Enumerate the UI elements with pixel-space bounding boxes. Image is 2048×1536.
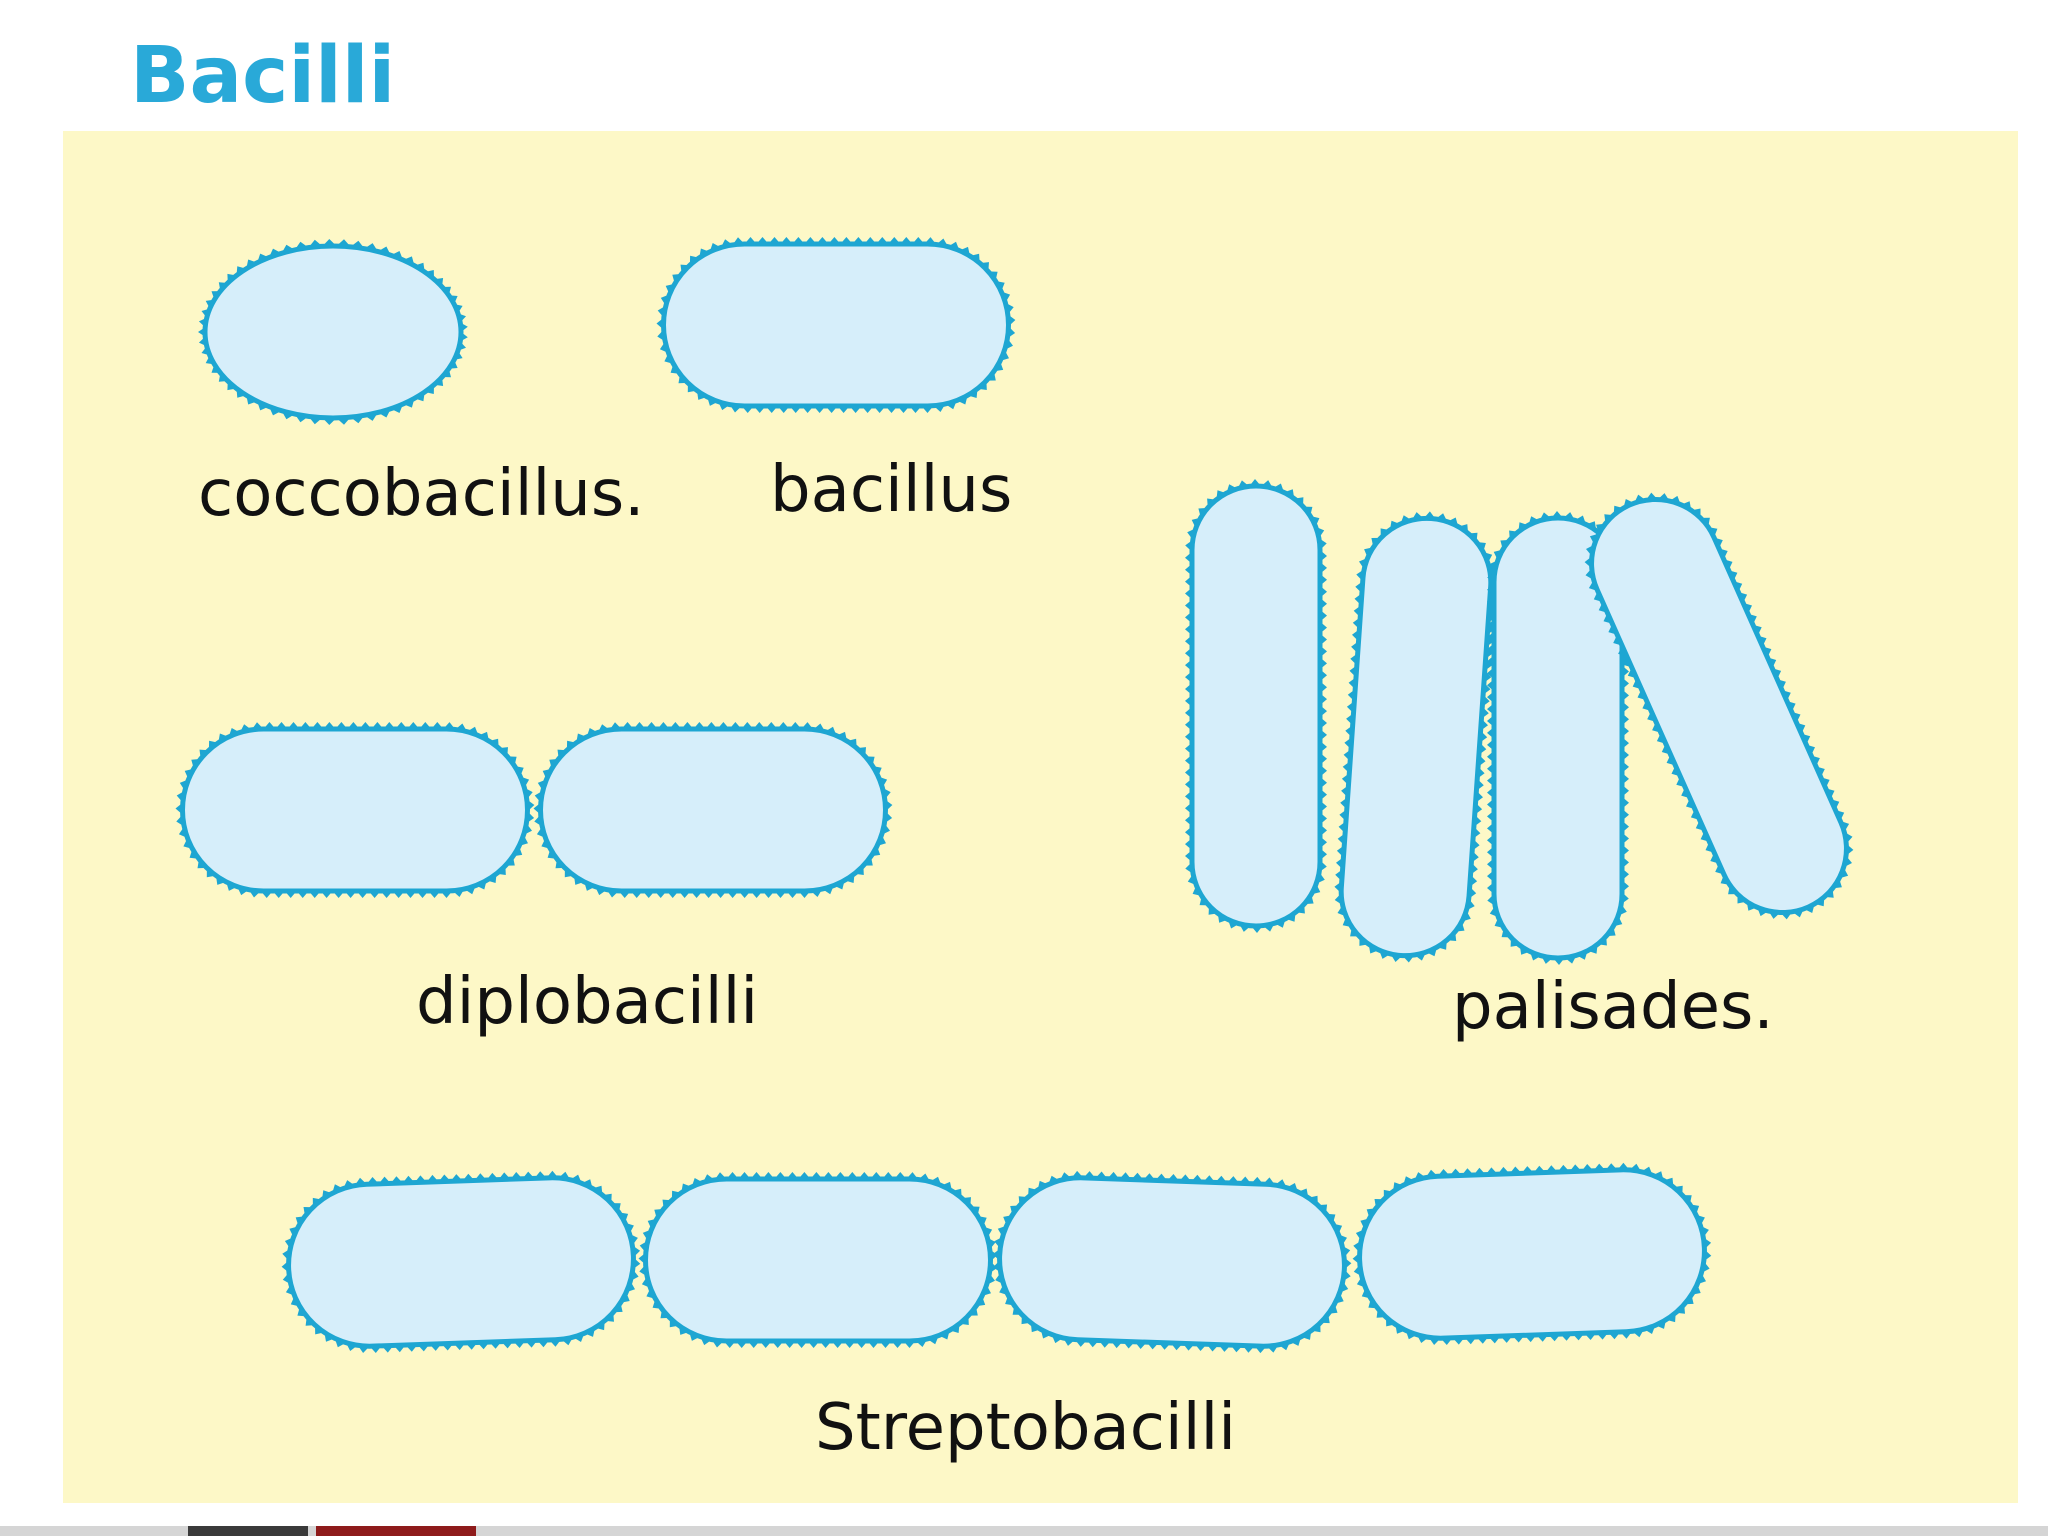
palisades-cell-4 — [1584, 492, 1854, 920]
streptobacilli-cell-1-body — [286, 1175, 636, 1349]
streptobacilli-cell-4-body — [1357, 1167, 1707, 1341]
streptobacilli-cell-3 — [992, 1170, 1352, 1354]
label-bacillus: bacillus — [770, 453, 1013, 527]
palisades-cell-2 — [1334, 511, 1498, 963]
footer-tab-red — [316, 1526, 476, 1536]
palisades-cell-3-body — [1491, 515, 1625, 961]
label-coccobacillus: coccobacillus. — [198, 457, 645, 531]
diplobacilli-cell-2-body — [538, 726, 888, 894]
coccobacillus-cell-body — [202, 243, 464, 421]
bacillus-cell-body — [661, 241, 1011, 409]
palisades-cell-1 — [1185, 479, 1327, 933]
label-diplobacilli: diplobacilli — [416, 965, 759, 1039]
footer-tab-dark — [188, 1526, 308, 1536]
diplobacilli-cell-1-body — [180, 726, 530, 894]
palisades-cell-4-body — [1589, 496, 1849, 916]
slide-title: Bacilli — [130, 31, 396, 121]
palisades-cell-1-body — [1189, 483, 1323, 929]
streptobacilli-cell-2 — [638, 1172, 998, 1348]
palisades-cell-2-body — [1338, 515, 1494, 959]
cell-group — [175, 237, 1854, 1354]
streptobacilli-cell-1 — [281, 1170, 641, 1353]
label-streptobacilli: Streptobacilli — [815, 1391, 1237, 1465]
streptobacilli-cell-2-body — [643, 1176, 993, 1344]
label-palisades: palisades. — [1452, 970, 1774, 1044]
coccobacillus-cell — [198, 239, 468, 425]
diplobacilli-cell-2 — [533, 722, 893, 898]
streptobacilli-cell-3-body — [997, 1175, 1347, 1349]
footer-bar — [0, 1526, 2048, 1536]
bacillus-cell — [656, 237, 1016, 413]
streptobacilli-cell-4 — [1352, 1162, 1712, 1345]
palisades-cell-3 — [1487, 511, 1629, 965]
diplobacilli-cell-1 — [175, 722, 535, 898]
